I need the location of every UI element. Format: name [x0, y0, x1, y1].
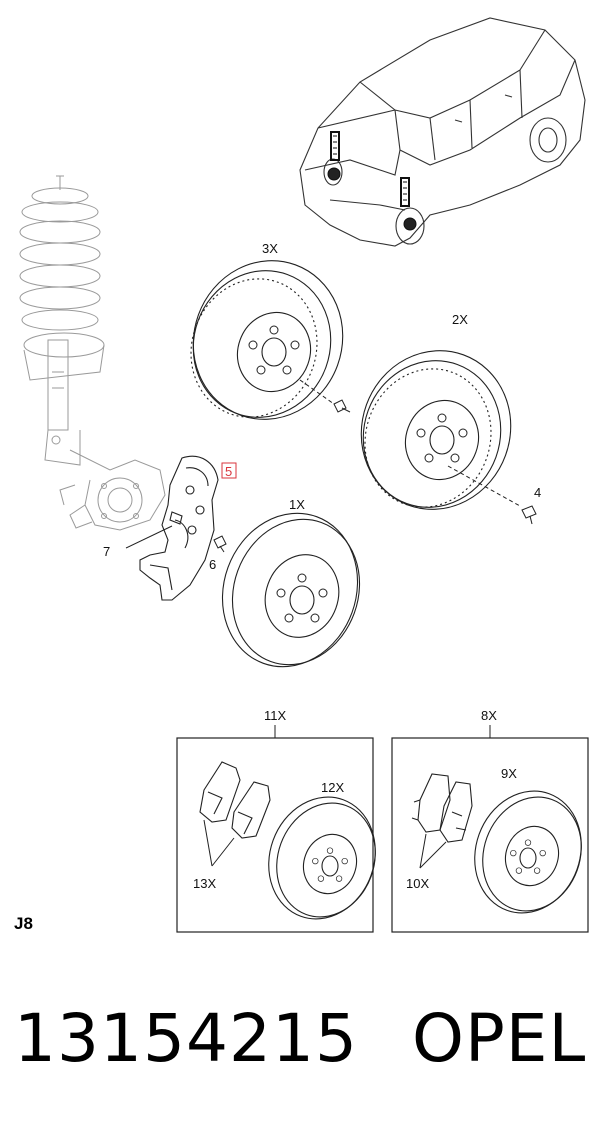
section-code: J8: [14, 914, 33, 933]
brake-disc-2x-illustration: [360, 350, 512, 510]
brake-pads-10x-illustration: [411, 773, 473, 843]
callout-12x: 12X: [321, 780, 344, 795]
callout-6: 6: [209, 557, 216, 572]
callout-5: 5: [225, 464, 232, 479]
callout-4: 4: [534, 485, 541, 500]
part-number: 13154215: [14, 1000, 358, 1077]
callout-8x: 8X: [481, 708, 497, 723]
callout-2x: 2X: [452, 312, 468, 327]
bolt-6-illustration: [213, 535, 227, 553]
brand-name: OPEL: [412, 1000, 587, 1077]
leader-lines: [125, 525, 447, 869]
brake-disc-1x-illustration: [221, 512, 361, 668]
callout-7: 7: [103, 544, 110, 559]
brake-disc-12x-illustration: [268, 796, 376, 920]
kit-box-11x: [176, 725, 374, 933]
callout-11x: 11X: [264, 708, 286, 723]
callout-13x: 13X: [193, 876, 216, 891]
callout-1x: 1X: [289, 497, 305, 512]
kit-box-8x: [391, 725, 589, 933]
strut-assembly-illustration: [19, 175, 166, 531]
vehicle-illustration: [299, 17, 586, 247]
vehicle-strut-markers: [327, 131, 417, 231]
brake-shield-illustration: [139, 455, 219, 601]
disc-screws-illustration: [299, 379, 537, 525]
brake-disc-3x-illustration: [190, 260, 344, 420]
callout-3x: 3X: [262, 241, 278, 256]
brake-disc-9x-illustration: [474, 790, 582, 914]
highlight-box-5: [221, 462, 237, 479]
callout-9x: 9X: [501, 766, 517, 781]
callout-10x: 10X: [406, 876, 429, 891]
brake-pads-13x-illustration: [199, 761, 271, 839]
